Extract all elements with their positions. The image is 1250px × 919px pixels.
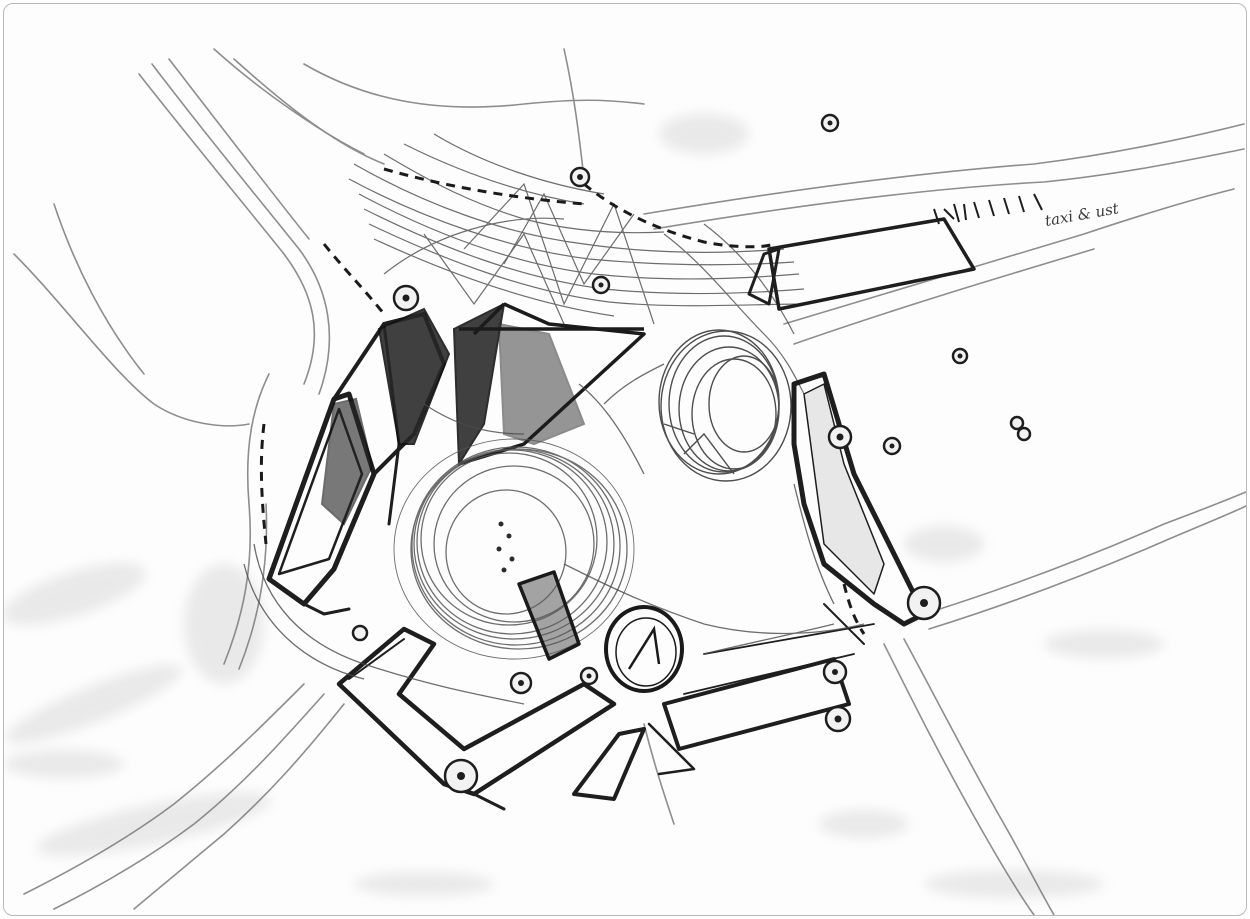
site-plan-sketch: taxi & ust: [4, 4, 1246, 915]
central-circle: [394, 439, 634, 659]
dark-wedges: [322, 304, 584, 524]
sketch-frame: taxi & ust: [3, 3, 1247, 916]
building-bottom-right: [574, 604, 874, 799]
right-circle-cluster: [659, 330, 791, 481]
building-upper-right: [769, 194, 1042, 309]
road-lines: [14, 49, 1246, 915]
center-marks: [497, 522, 515, 573]
small-circle: [606, 607, 682, 691]
small-hatched-block: [519, 572, 579, 659]
